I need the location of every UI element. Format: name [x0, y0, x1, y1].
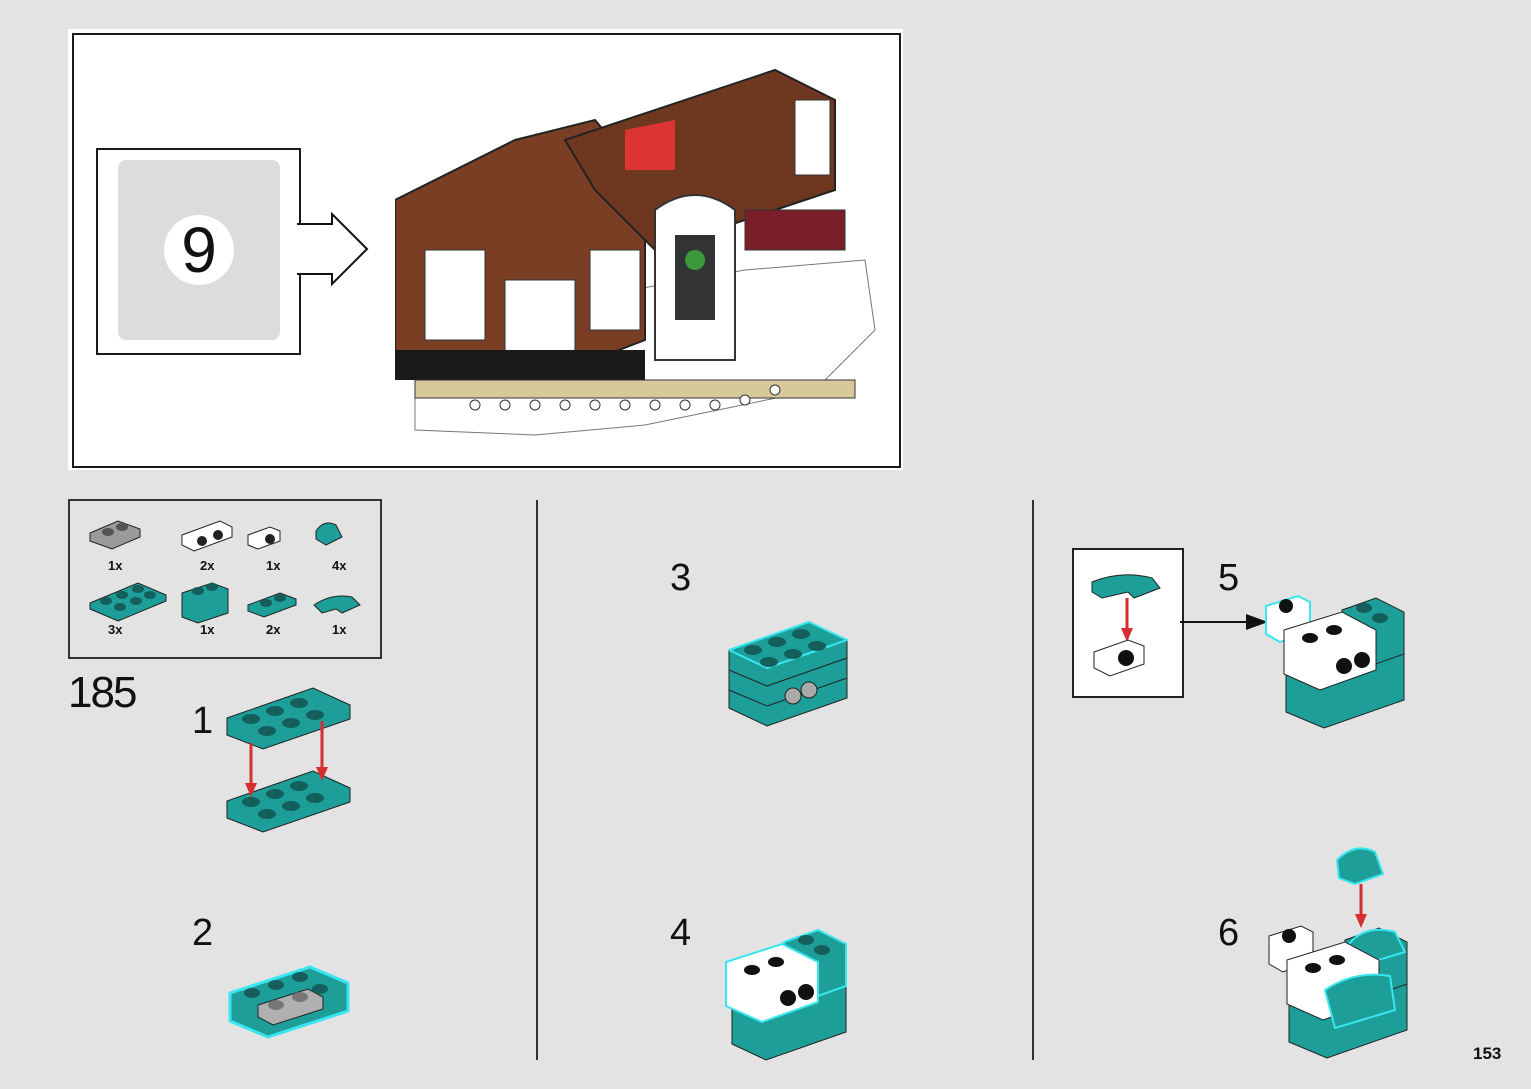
part-item: 1x [88, 515, 158, 575]
step-1-illustration [226, 687, 351, 833]
section-number: 185 [68, 668, 137, 717]
part-quantity: 2x [266, 622, 281, 637]
part-quantity: 1x [200, 622, 215, 637]
page-number: 153 [1473, 1044, 1502, 1063]
part-item: 4x [312, 515, 382, 575]
part-quantity: 4x [332, 558, 347, 573]
teal-plate-1x2-icon [247, 592, 297, 618]
part-quantity: 1x [108, 558, 123, 573]
part-item: 1x [246, 515, 316, 575]
step-2-illustration [228, 965, 350, 1039]
teal-round-tile-icon [315, 522, 343, 546]
parts-bag-image: 9 [118, 160, 280, 340]
step-number: 4 [670, 912, 692, 954]
parts-list: 1x 2x 1x 4x 3x 1x 2x 1x [68, 499, 382, 659]
white-bracket-icon [181, 520, 233, 552]
house-model-illustration [395, 68, 876, 436]
step-4-illustration [725, 928, 847, 1061]
gray-hinge-plate-icon [89, 520, 141, 550]
part-item: 2x [246, 579, 316, 639]
part-quantity: 3x [108, 622, 123, 637]
teal-plate-2x3-icon [89, 582, 167, 622]
sub-assembly-callout [1072, 548, 1184, 698]
part-item: 3x [88, 579, 167, 639]
teal-brick-1x2-icon [181, 582, 229, 624]
step-6-illustration [1268, 847, 1408, 1059]
teal-curved-slope-icon [313, 595, 361, 614]
part-item: 1x [180, 579, 250, 639]
step-number: 2 [192, 912, 214, 954]
step-number: 5 [1218, 557, 1240, 599]
column-divider [536, 500, 538, 1060]
step-5-illustration [1265, 594, 1405, 729]
bag-callout: 9 [96, 148, 301, 355]
part-item: 1x [312, 579, 382, 639]
step-number: 6 [1218, 912, 1240, 954]
step-3-illustration [728, 620, 850, 727]
step-number: 3 [670, 557, 692, 599]
column-divider [1032, 500, 1034, 1060]
part-quantity: 1x [266, 558, 281, 573]
sub-assembly-illustration [1091, 574, 1161, 677]
right-arrow-icon [1180, 614, 1268, 630]
part-quantity: 1x [332, 622, 347, 637]
white-small-bracket-icon [247, 526, 281, 550]
right-arrow-icon [297, 212, 369, 287]
part-item: 2x [180, 515, 250, 575]
step-number: 1 [192, 700, 214, 742]
part-quantity: 2x [200, 558, 215, 573]
bag-number: 9 [164, 215, 234, 285]
